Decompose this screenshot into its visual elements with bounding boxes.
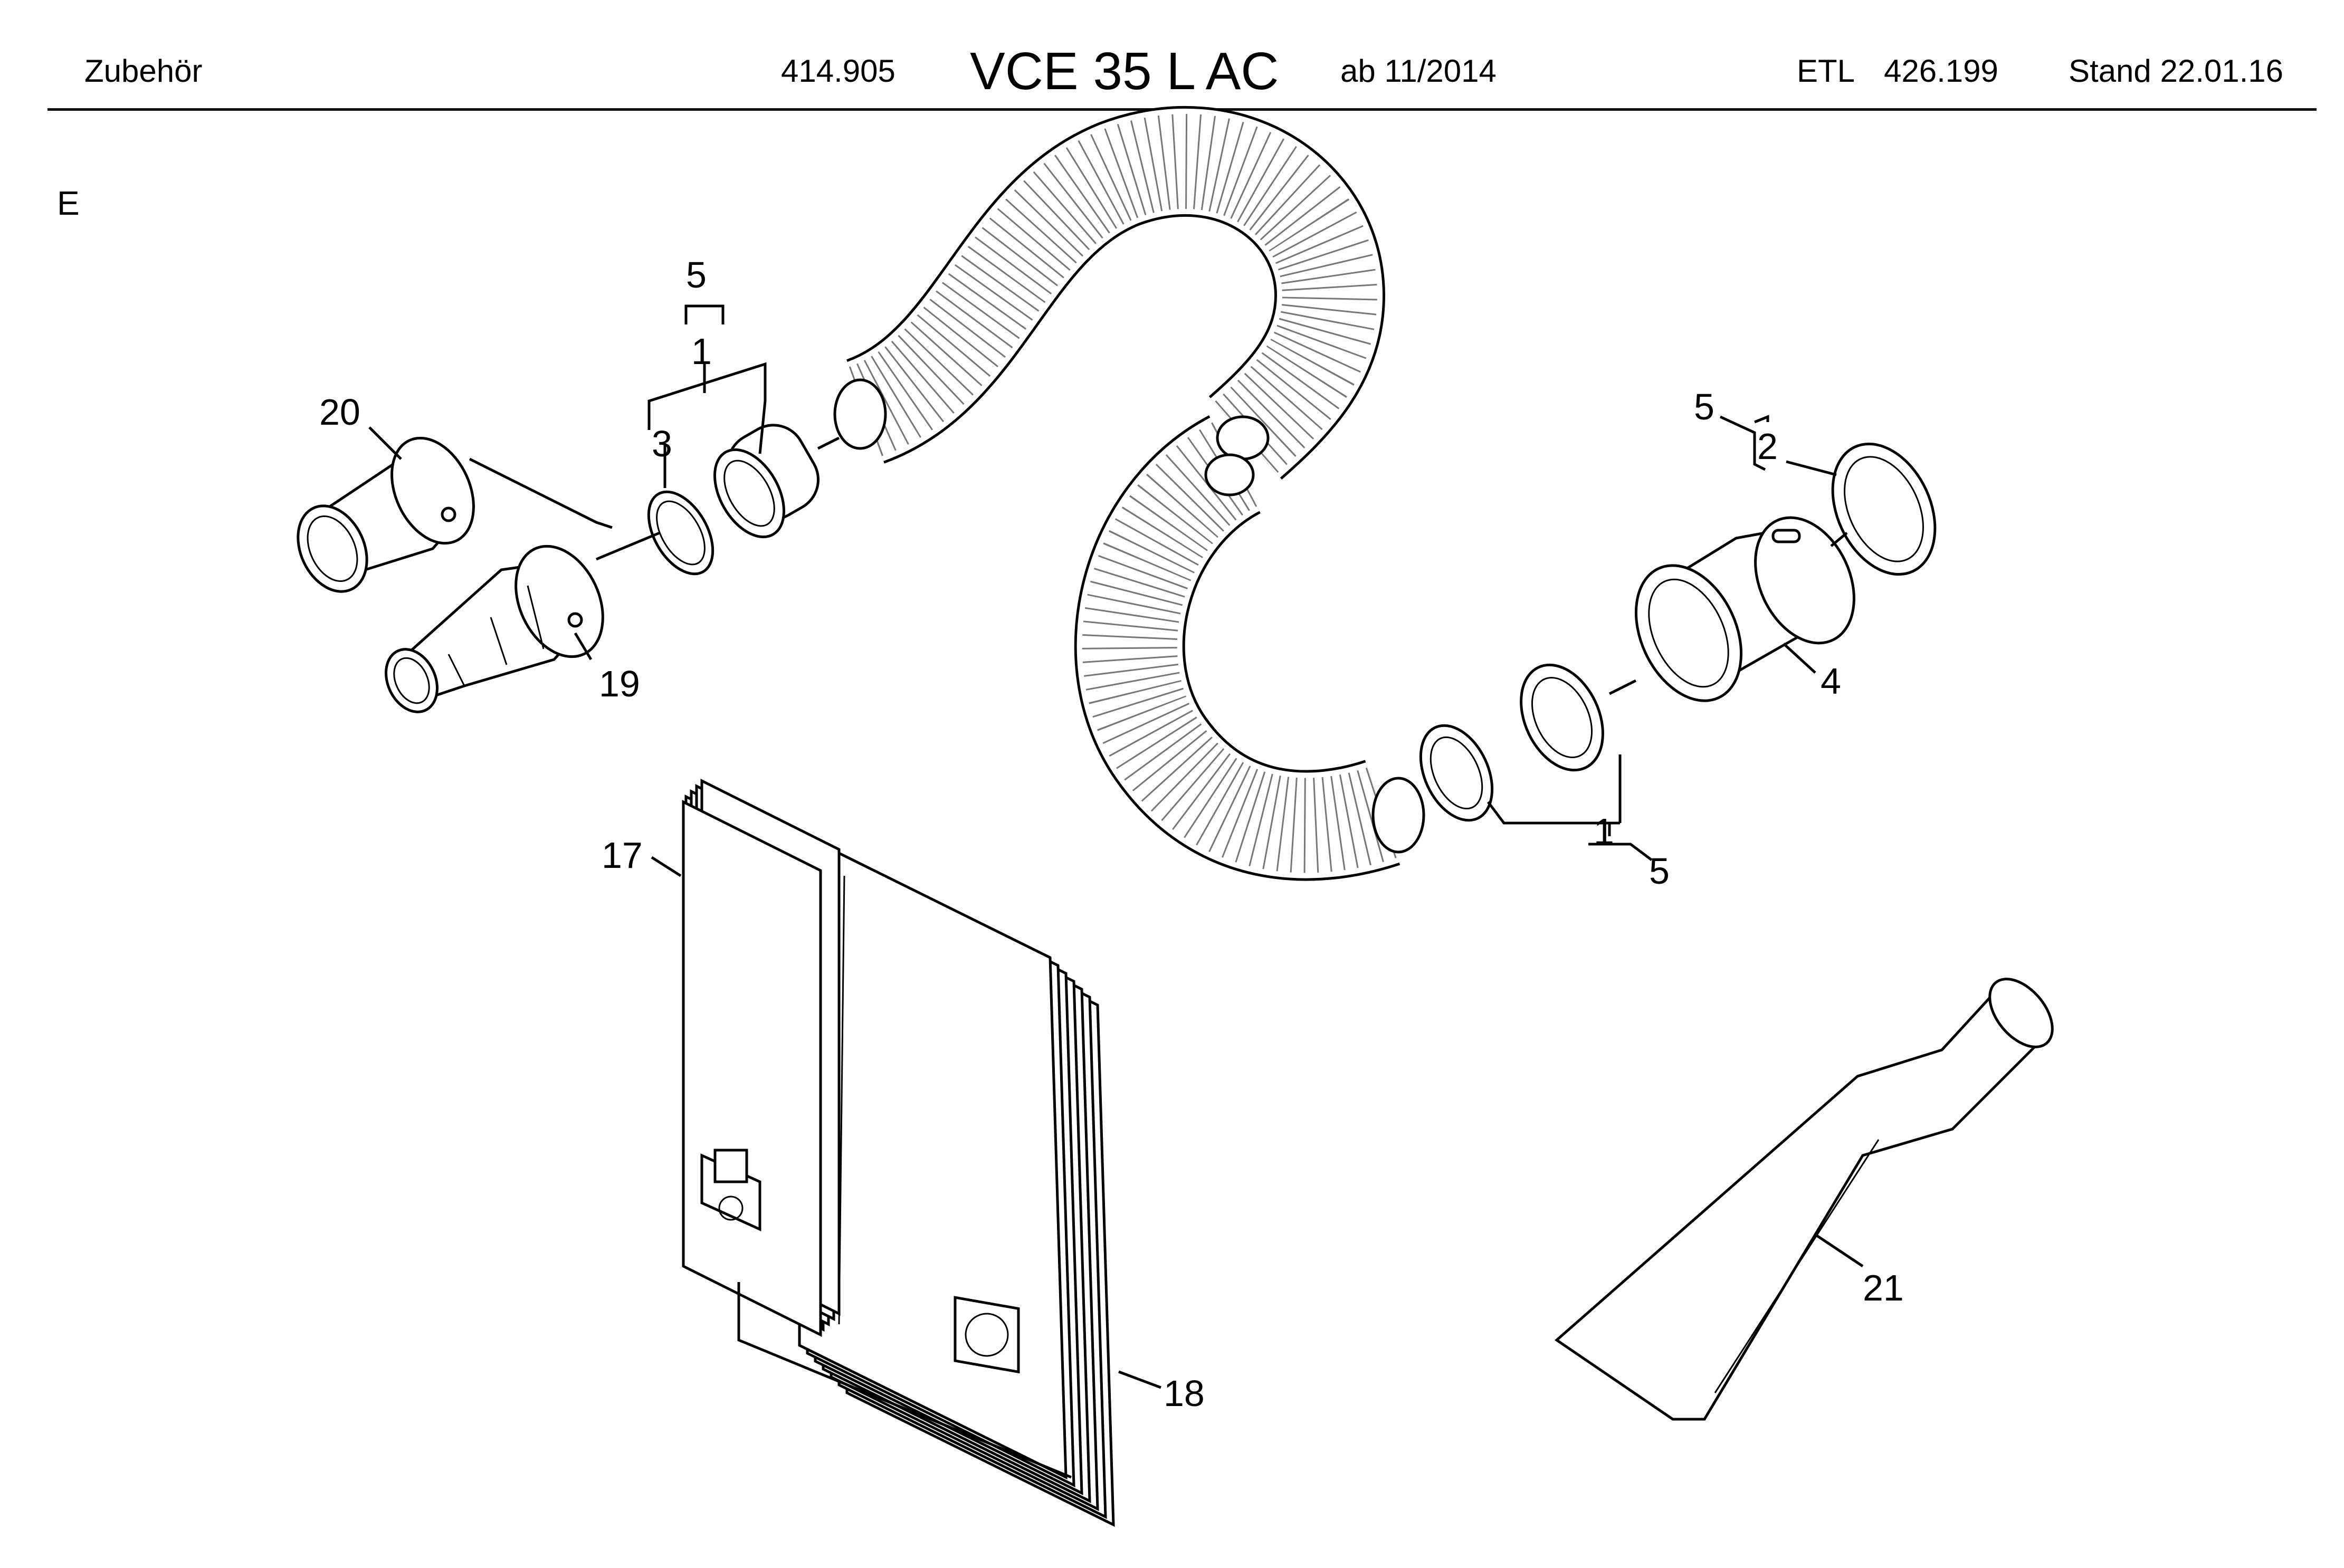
clip-ring-left[interactable] [635, 481, 726, 585]
connector-part-4[interactable] [1615, 502, 1873, 718]
callout-3: 3 [652, 423, 672, 464]
callout-1-left: 1 [691, 331, 712, 372]
stepped-adapter-part-19[interactable] [376, 532, 620, 721]
filter-bag-single[interactable] [682, 778, 841, 1337]
header-etl-label: ETL [1797, 53, 1855, 89]
suction-hose[interactable] [833, 106, 1425, 881]
hose-ring-right[interactable] [1406, 714, 1506, 832]
header-stand-date: Stand 22.01.16 [2069, 53, 2284, 89]
adapter-part-20[interactable] [285, 425, 490, 603]
callout-5-right: 5 [1694, 386, 1714, 427]
hose-cut-lower [1204, 453, 1255, 496]
callout-18: 18 [1164, 1373, 1205, 1414]
callout-20: 20 [319, 391, 360, 433]
callout-1-bottom: 1 [1594, 811, 1614, 852]
header-part-number: 414.905 [781, 53, 895, 89]
hose-end-left [833, 378, 887, 450]
hose-connector-left[interactable] [700, 414, 840, 549]
hose-cut-upper [1216, 415, 1270, 461]
section-letter: E [57, 184, 80, 222]
clip-ring-right[interactable] [1505, 652, 1619, 783]
hose-end-right [1371, 777, 1425, 854]
header-etl-number: 426.199 [1884, 53, 1998, 89]
callout-19: 19 [599, 663, 640, 704]
callout-4: 4 [1821, 661, 1841, 702]
header-model: VCE 35 L AC [970, 42, 1279, 101]
callout-17: 17 [602, 835, 643, 876]
filter-bag-stack[interactable] [798, 831, 1115, 1527]
crevice-nozzle-part-21[interactable] [1554, 968, 2065, 1421]
sealing-ring-part-2[interactable] [1813, 427, 1955, 591]
callout-5-left: 5 [686, 254, 707, 295]
callout-21: 21 [1863, 1267, 1904, 1308]
header-section-title: Zubehör [84, 53, 203, 89]
callout-2: 2 [1757, 426, 1778, 467]
header-valid-from: ab 11/2014 [1340, 53, 1497, 89]
leader-lines [368, 304, 1864, 1479]
callout-5-bottom: 5 [1649, 850, 1670, 892]
